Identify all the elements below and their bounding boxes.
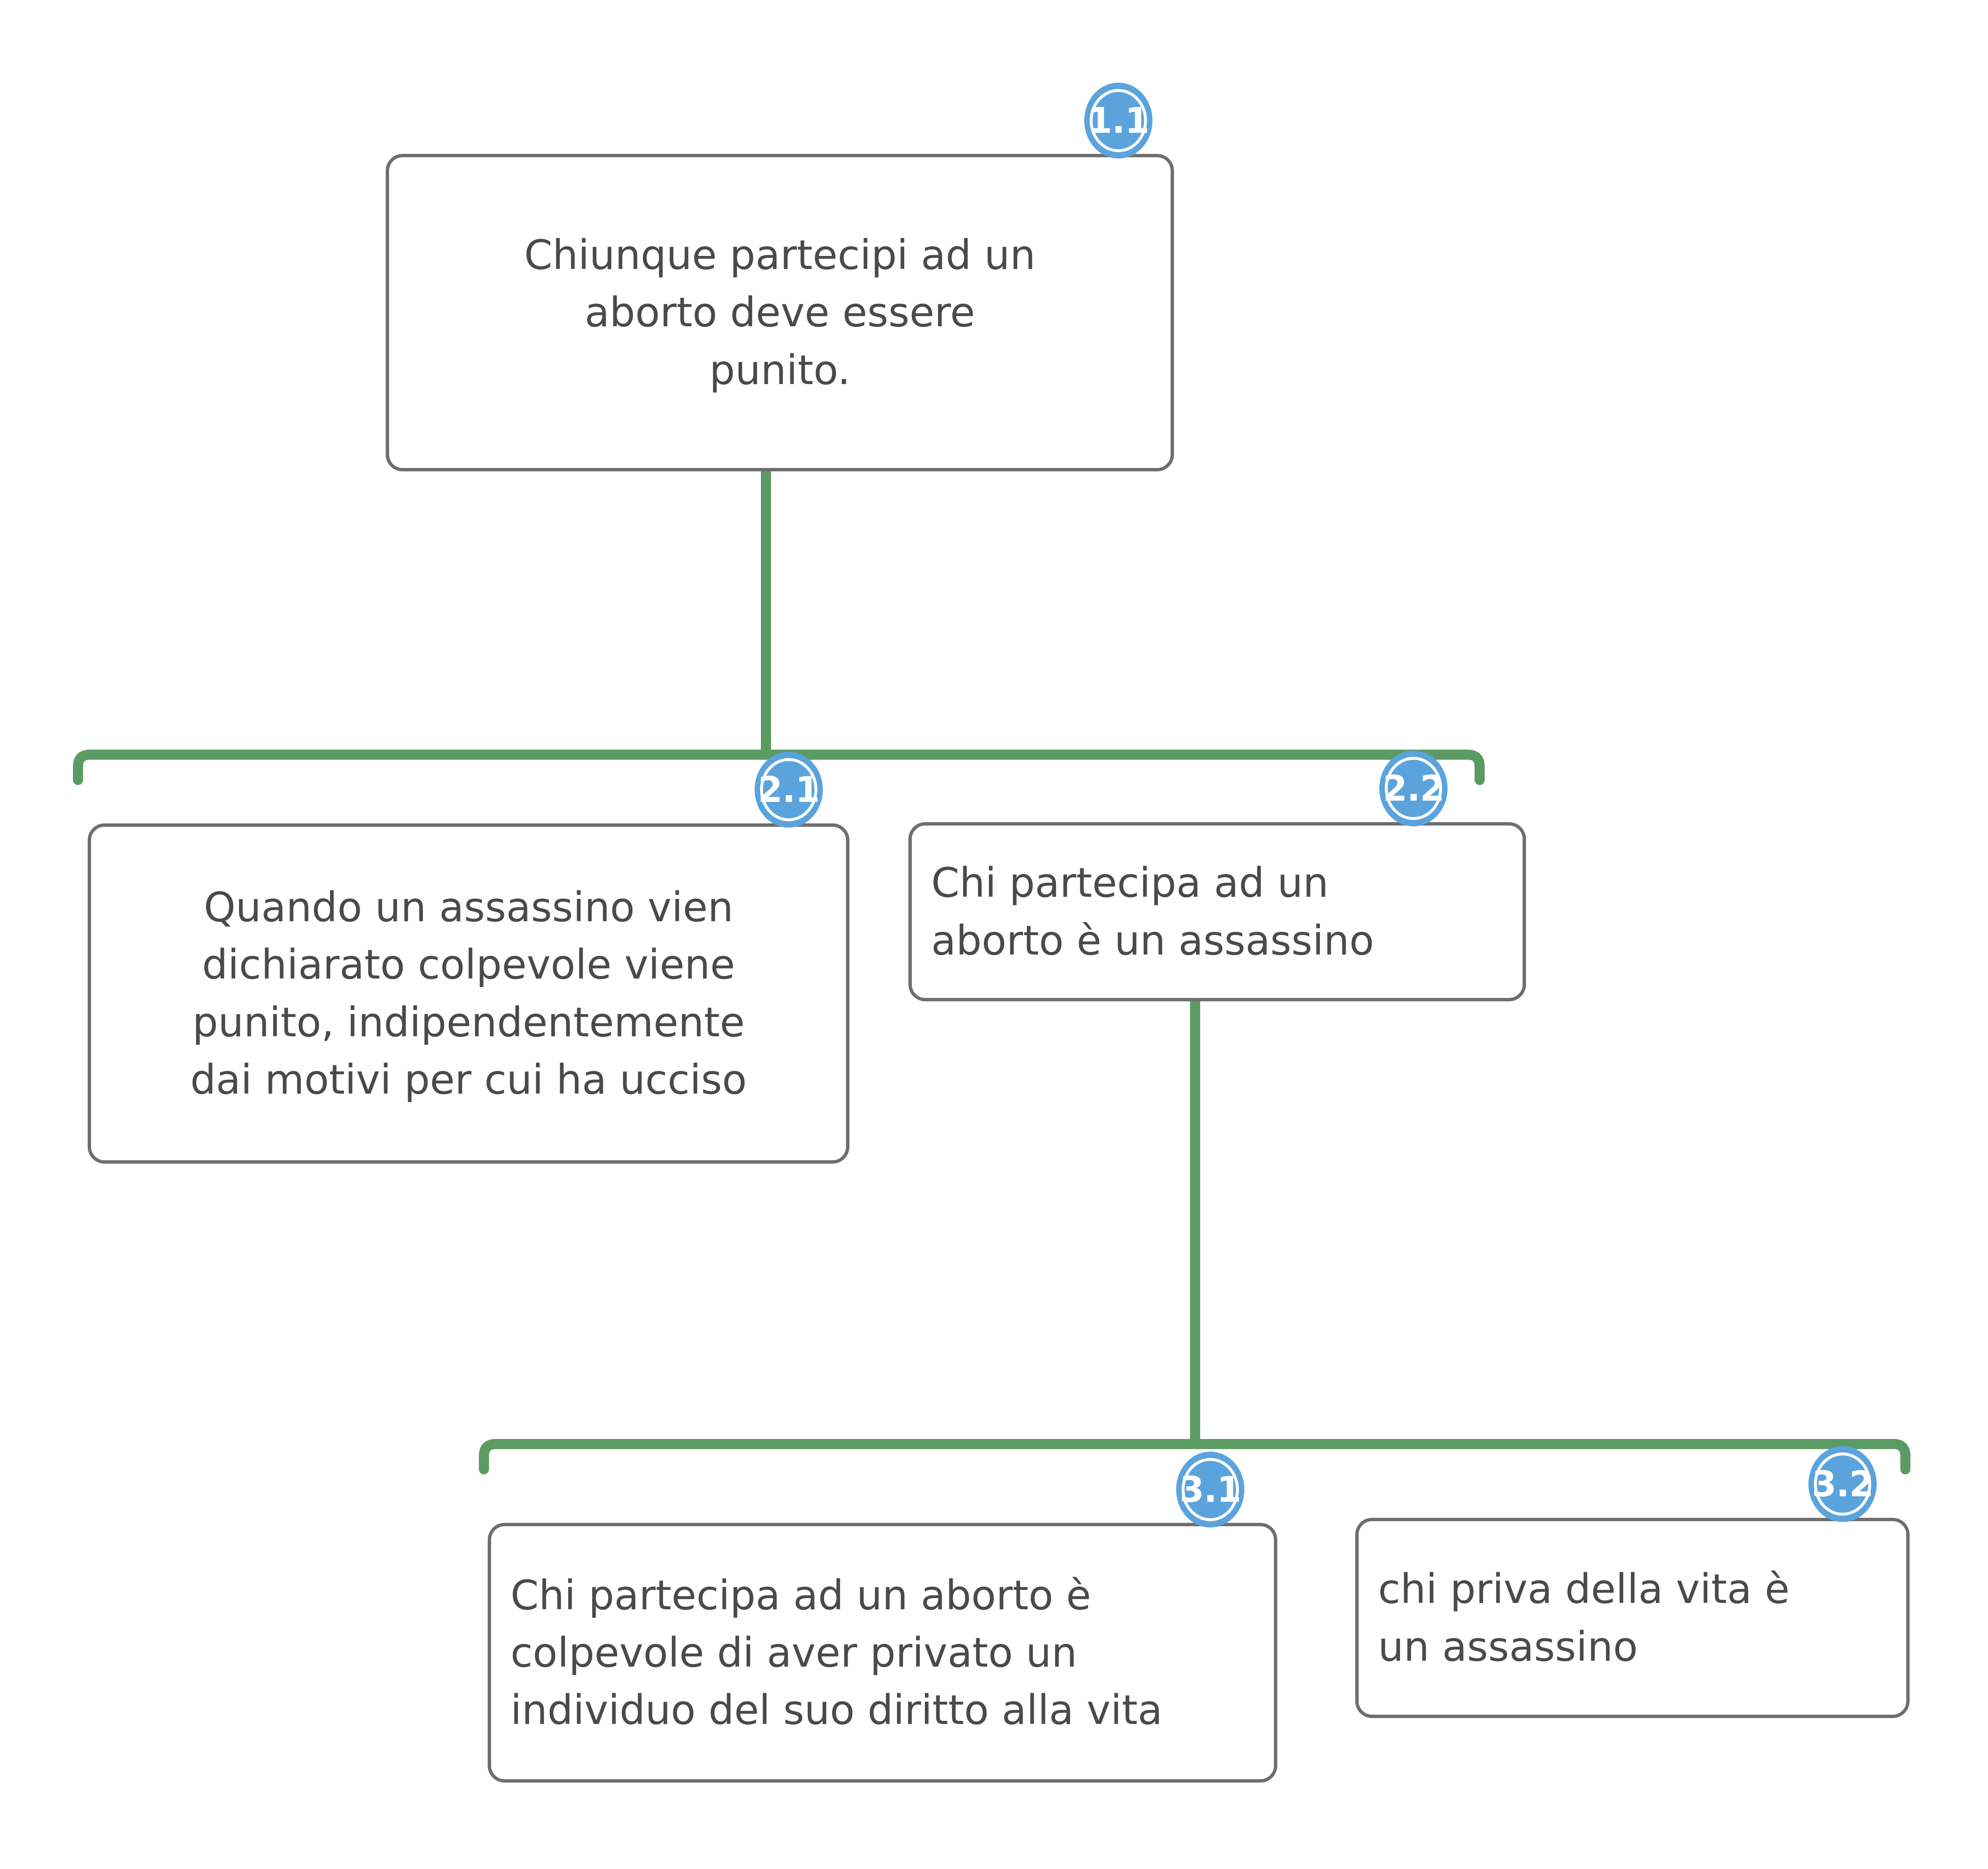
node-badge-2-1[interactable]: 2.1 xyxy=(755,752,823,828)
claim-node-3-1[interactable]: Chi partecipa ad un aborto è colpevole d… xyxy=(488,1523,1277,1783)
badge-ring-icon xyxy=(1814,1452,1871,1516)
badge-ring-icon xyxy=(760,758,817,821)
badge-ring-icon xyxy=(1182,1458,1239,1521)
claim-node-1-1[interactable]: Chiunque partecipi ad un aborto deve ess… xyxy=(386,154,1174,471)
node-badge-3-1[interactable]: 3.1 xyxy=(1176,1452,1244,1527)
claim-node-2-1[interactable]: Quando un assassino vien dichiarato colp… xyxy=(88,823,849,1164)
badge-ring-icon xyxy=(1090,89,1147,152)
node-badge-1-1[interactable]: 1.1 xyxy=(1084,83,1153,159)
badge-label-2-1: 2.1 xyxy=(758,769,820,810)
claim-text-3-1: Chi partecipa ad un aborto è colpevole d… xyxy=(510,1571,1163,1734)
claim-text-2-2: Chi partecipa ad un aborto è un assassin… xyxy=(931,859,1374,964)
badge-label-3-1: 3.1 xyxy=(1179,1469,1241,1510)
claim-text-2-1: Quando un assassino vien dichiarato colp… xyxy=(190,883,747,1103)
claim-node-2-2[interactable]: Chi partecipa ad un aborto è un assassin… xyxy=(908,822,1526,1001)
edge-level3-bus xyxy=(479,1439,1910,1474)
badge-label-2-2: 2.2 xyxy=(1383,768,1445,809)
badge-label-1-1: 1.1 xyxy=(1088,100,1150,141)
node-badge-2-2[interactable]: 2.2 xyxy=(1379,750,1448,826)
claim-text-1-1: Chiunque partecipi ad un aborto deve ess… xyxy=(524,231,1036,394)
claim-text-3-2: chi priva della vita è un assassino xyxy=(1378,1565,1790,1670)
claim-node-3-2[interactable]: chi priva della vita è un assassino xyxy=(1355,1518,1910,1718)
badge-ring-icon xyxy=(1385,757,1442,820)
node-badge-3-2[interactable]: 3.2 xyxy=(1808,1446,1877,1522)
badge-label-3-2: 3.2 xyxy=(1812,1463,1874,1505)
